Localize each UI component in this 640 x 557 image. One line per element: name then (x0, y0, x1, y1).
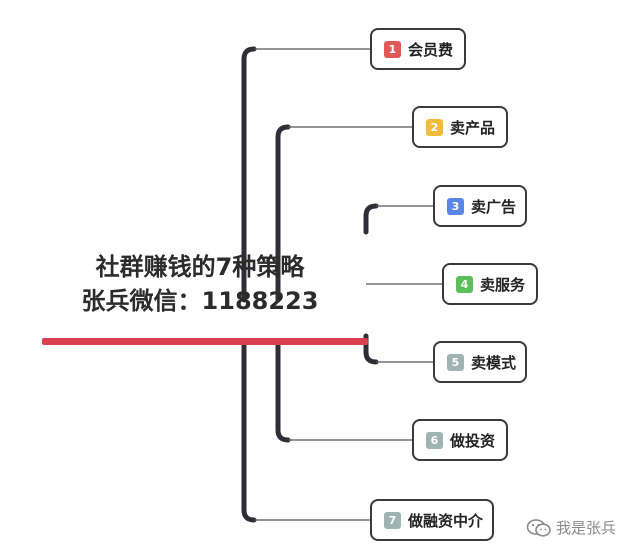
branch-label: 卖服务 (480, 275, 526, 294)
branch-number-badge: 5 (447, 353, 464, 371)
branch-label: 卖模式 (471, 353, 517, 372)
branch-label: 卖产品 (450, 118, 496, 137)
central-topic-underline (42, 338, 368, 345)
branch-number-badge: 3 (447, 197, 464, 215)
branch-number-badge: 2 (426, 118, 443, 136)
wechat-icon (526, 518, 551, 537)
branch-node-4[interactable]: 4 卖服务 (442, 263, 538, 305)
branch-connector-2 (275, 124, 291, 303)
branch-node-2[interactable]: 2 卖产品 (412, 106, 508, 148)
branch-node-7[interactable]: 7 做融资中介 (370, 499, 494, 541)
branch-label: 卖广告 (471, 197, 517, 216)
branch-connector-7 (241, 342, 257, 523)
branch-node-6[interactable]: 6 做投资 (412, 419, 508, 461)
branch-node-3[interactable]: 3 卖广告 (433, 185, 527, 227)
branch-number-badge: 1 (384, 40, 401, 58)
central-topic-wechat: 张兵微信：1188223 (81, 287, 319, 315)
branch-label: 会员费 (408, 40, 454, 59)
branch-node-1[interactable]: 1 会员费 (370, 28, 466, 70)
branch-label: 做融资中介 (408, 511, 484, 530)
branch-node-5[interactable]: 5 卖模式 (433, 341, 527, 383)
branch-connector-3 (363, 203, 379, 235)
branch-label: 做投资 (450, 431, 496, 450)
central-topic-title: 社群赚钱的7种策略 (95, 253, 305, 281)
watermark: 我是张兵 (526, 517, 616, 538)
watermark-text: 我是张兵 (556, 519, 617, 537)
branch-number-badge: 7 (384, 511, 401, 529)
branch-connector-1 (241, 46, 257, 303)
branch-number-badge: 4 (456, 275, 473, 293)
branch-number-badge: 6 (426, 431, 443, 449)
branch-connector-6 (275, 342, 291, 443)
central-topic: 社群赚钱的7种策略 张兵微信：1188223 (40, 250, 360, 318)
branch-connector-5 (363, 333, 379, 365)
